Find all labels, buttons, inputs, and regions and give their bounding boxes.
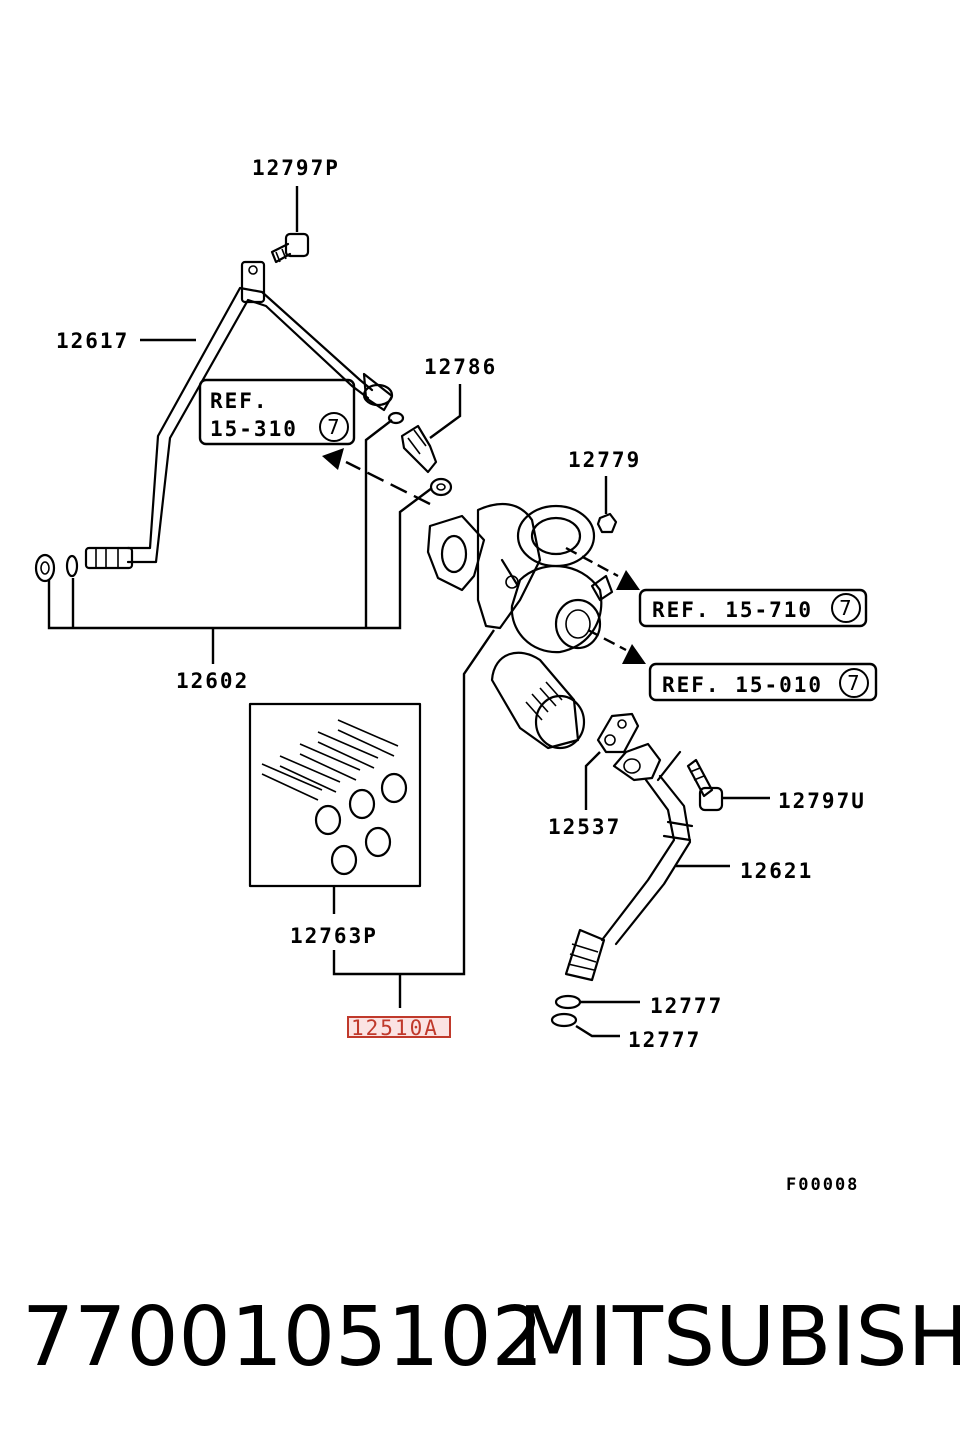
oil-return-pipe [564,742,694,982]
leader-lines [47,186,770,1038]
ref-box-text: REF. 15-010 [662,673,823,697]
callout-12621: 12621 [740,859,813,883]
ref-box-text: REF. 15-710 [652,598,813,622]
callout-labels: 12797P 12617 12786 12779 12602 12537 127… [56,156,866,1195]
callout-12777-lower: 12777 [628,1028,701,1052]
footer: 7700105102 MITSUBISHI [0,1290,960,1400]
part-number: 7700105102 [22,1290,544,1385]
ref-arrow-15-710 [565,546,640,590]
ref-arrow-15-010 [587,628,646,664]
brand-name: MITSUBISHI [518,1290,960,1385]
stud-nut-kit-12763P [248,702,422,888]
figure-code: F00008 [786,1175,859,1195]
callout-12779: 12779 [568,448,641,472]
ref-box-line2: 15-310 [210,417,298,441]
callout-12510A-highlight [347,1016,451,1038]
ref-box-circle: 7 [839,596,852,620]
banjo-bolt-12797P [270,232,310,264]
ref-box-15-010: REF. 15-010 7 [648,662,878,702]
bolt-12797U [686,758,724,812]
ref-box-15-710: REF. 15-710 7 [638,588,868,628]
turbocharger-body [426,503,614,750]
o-rings-12777 [550,994,582,1028]
oil-feed-pipe [84,260,394,570]
ref-box-15-310: REF. 15-310 7 [198,378,356,446]
callout-12797P: 12797P [252,156,340,180]
callout-12602: 12602 [176,669,249,693]
callout-12777-upper: 12777 [650,994,723,1018]
nut-12779 [596,512,618,534]
gasket-washers [34,411,453,583]
callout-12786: 12786 [424,355,497,379]
ref-box-circle: 7 [327,415,340,439]
ref-box-line1: REF. [210,389,269,413]
ref-arrow-15-310 [322,448,431,506]
callout-12510A: 12510A [351,1016,439,1040]
callout-12797U: 12797U [778,789,866,813]
callout-12763P: 12763P [290,924,378,948]
gasket-12537 [596,712,640,754]
callout-12617: 12617 [56,329,129,353]
callout-12537: 12537 [548,815,621,839]
ref-box-circle: 7 [847,671,860,695]
sensor-12786 [400,424,438,474]
